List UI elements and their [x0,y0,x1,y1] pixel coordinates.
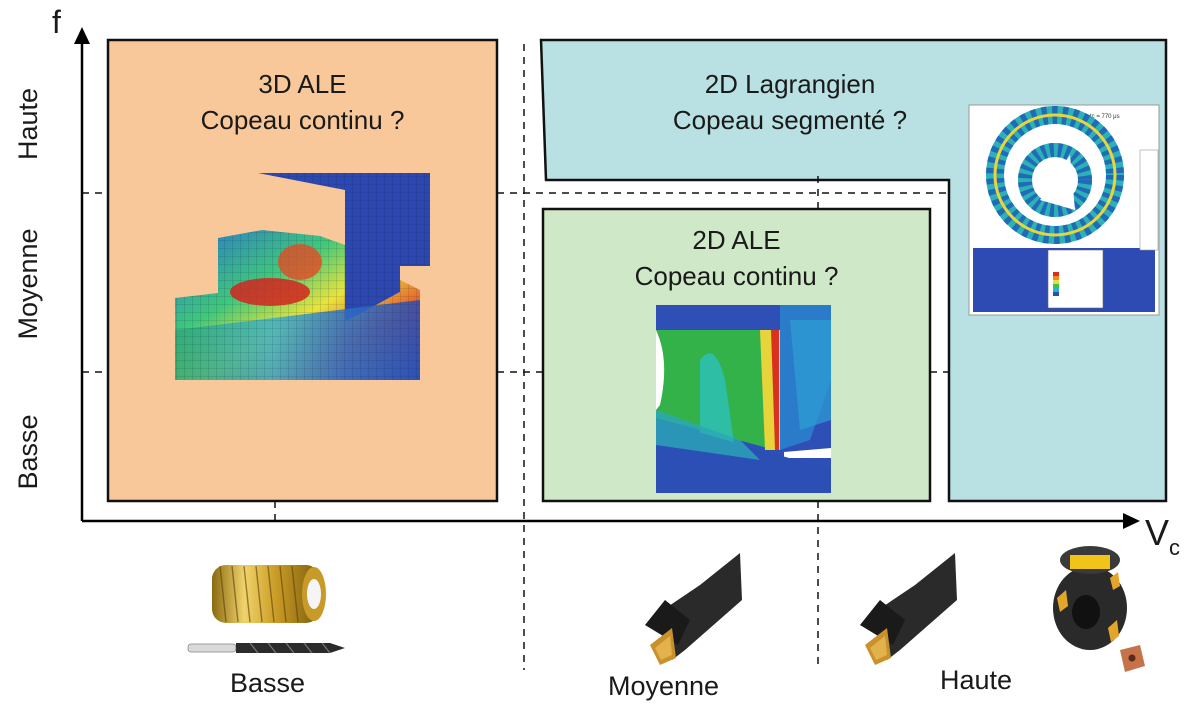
zone-3d-ale-title: 3D ALE [258,69,347,99]
zone-2d-lagrangien-label: 2D Lagrangien Copeau segmenté ? [600,66,980,138]
x-tick-haute: Haute [940,665,1013,695]
face-mill-icon [1053,546,1145,672]
zone-2d-ale-title: 2D ALE [692,225,781,255]
drill-icon [187,642,345,654]
x-axis-label: Vc [1145,512,1180,561]
x-tick-moyenne: Moyenne [608,671,720,701]
y-axis-label: f [52,4,61,40]
zone-3d-ale-label: 3D ALE Copeau continu ? [108,66,497,138]
axes [74,27,1140,529]
x-axis-label-main: V [1145,512,1170,553]
zone-2d-lagrangien-title: 2D Lagrangien [704,69,876,99]
zone-2d-lagrangien-subtitle: Copeau segmenté ? [672,105,908,135]
zone-2d-ale-label: 2D ALE Copeau continu ? [543,222,930,294]
y-tick-basse: Basse [13,414,43,490]
sim-2d-lagrangien-image: tc = 770 μs [968,104,1160,316]
zone-3d-ale-subtitle: Copeau continu ? [200,105,405,135]
x-axis-label-sub: c [1169,535,1181,560]
turning-tool-icon [860,553,957,665]
x-tick-basse: Basse [230,668,306,698]
turning-tool-icon [645,553,742,665]
dashed-guides [82,44,949,670]
hob-cutter-icon [212,565,326,623]
sim-2d-ale-image [656,305,831,493]
sim-3d-ale-image [175,173,430,380]
zone-2d-ale-subtitle: Copeau continu ? [634,261,839,291]
sim-2d-lag-header: tc = 770 μs [1090,114,1120,120]
